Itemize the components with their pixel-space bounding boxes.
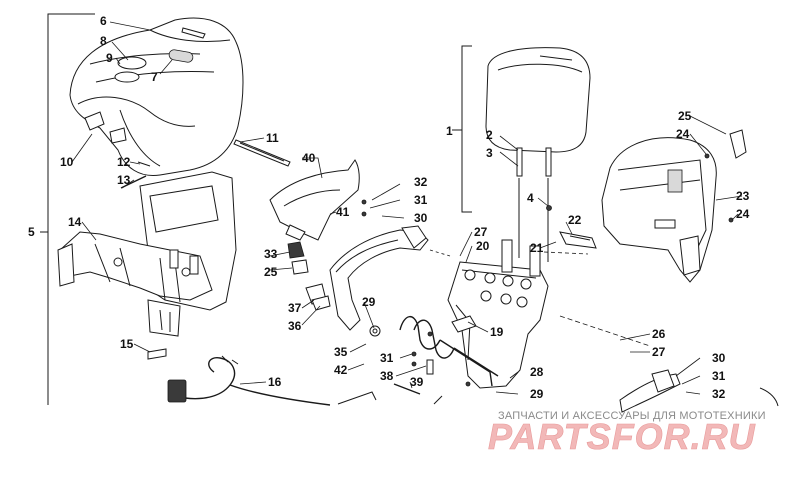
bottom-partial-parts [337, 391, 443, 405]
callout-41: 41 [336, 205, 350, 219]
callout-32-top: 32 [414, 175, 428, 189]
callout-25-left: 25 [264, 265, 278, 279]
callout-19: 19 [490, 325, 504, 339]
callout-15: 15 [120, 337, 134, 351]
tube-bracket-19 [399, 315, 499, 387]
seat-patch-7 [168, 49, 194, 63]
callout-12: 12 [117, 155, 131, 169]
callout-29-bottom: 29 [530, 387, 544, 401]
bracket-22 [543, 231, 597, 255]
watermark-logo: PARTSFOR.RU [488, 416, 756, 457]
seat-latch-10 [84, 111, 105, 131]
callout-32-right: 32 [712, 387, 726, 401]
callout-28: 28 [530, 365, 544, 379]
callout-11: 11 [266, 131, 279, 145]
callout-23: 23 [736, 189, 750, 203]
callout-5: 5 [28, 225, 35, 239]
callout-36: 36 [288, 319, 302, 333]
callout-38: 38 [380, 369, 394, 383]
support-arm-left [329, 199, 429, 331]
callout-8: 8 [100, 34, 107, 48]
callout-14: 14 [68, 215, 82, 229]
callout-1: 1 [446, 124, 453, 138]
callout-39: 39 [410, 375, 424, 389]
callout-4: 4 [527, 191, 534, 205]
callout-22: 22 [568, 213, 582, 227]
callout-24-side: 24 [736, 207, 750, 221]
backrest-housing-23 [601, 129, 747, 283]
callout-20: 20 [476, 239, 490, 253]
backrest-pad [452, 45, 591, 262]
harness-connector [167, 379, 187, 403]
leader-lines [71, 21, 743, 395]
callout-labels: 1 2 3 4 5 6 7 8 9 10 11 12 13 14 15 16 1… [28, 14, 750, 401]
backrest-cover-40-41 [269, 159, 360, 241]
callout-24-top: 24 [676, 127, 690, 141]
seat-base-frame [57, 171, 237, 337]
callout-21: 21 [530, 241, 544, 255]
callout-37: 37 [288, 301, 302, 315]
callout-27-right: 27 [652, 345, 666, 359]
callout-7: 7 [151, 70, 158, 84]
seat-cushion [69, 17, 244, 177]
watermark: ЗАПЧАСТИ И АКСЕССУАРЫ ДЛЯ МОТОТЕХНИКИ PA… [488, 410, 766, 457]
hardware-misc [369, 249, 651, 395]
callout-31-top: 31 [414, 193, 428, 207]
bracket-5 [40, 13, 95, 405]
bumper-33 [287, 241, 331, 311]
mounting-frame-28 [447, 239, 549, 389]
grab-strap-11 [233, 139, 291, 167]
watermark-tagline: ЗАПЧАСТИ И АКСЕССУАРЫ ДЛЯ МОТОТЕХНИКИ [498, 410, 766, 422]
wiring-harness-16 [167, 355, 331, 406]
callout-31-right: 31 [712, 369, 726, 383]
support-arm-right [619, 369, 779, 413]
seat-emblem-9 [117, 56, 147, 70]
callout-31-mid: 31 [380, 351, 394, 365]
callout-30-left: 30 [414, 211, 428, 225]
callout-10: 10 [60, 155, 74, 169]
callout-13: 13 [117, 173, 131, 187]
callout-35: 35 [334, 345, 348, 359]
callout-40: 40 [302, 151, 316, 165]
callout-30-right: 30 [712, 351, 726, 365]
callout-16: 16 [268, 375, 282, 389]
knob-25-right [729, 129, 747, 159]
callout-33: 33 [264, 247, 278, 261]
callout-9: 9 [106, 51, 113, 65]
callout-6: 6 [100, 14, 107, 28]
callout-25-top: 25 [678, 109, 692, 123]
callout-26: 26 [652, 327, 666, 341]
callout-29-left: 29 [362, 295, 376, 309]
callout-27-top: 27 [474, 225, 488, 239]
callout-3: 3 [486, 146, 493, 160]
callout-42: 42 [334, 363, 348, 377]
callout-2: 2 [486, 128, 493, 142]
